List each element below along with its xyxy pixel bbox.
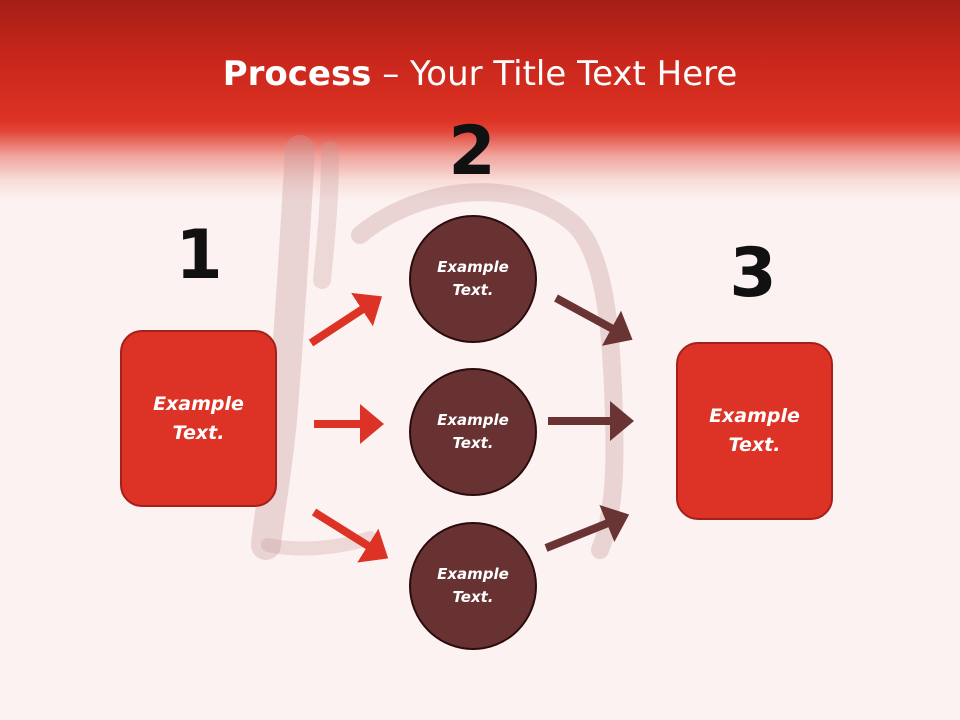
step-3-box: Example Text. bbox=[676, 342, 833, 520]
step-number-2: 2 bbox=[448, 112, 496, 191]
circle-middle-text: Example Text. bbox=[437, 411, 509, 452]
step-2-circle-top: Example Text. bbox=[409, 215, 537, 343]
circle-bottom-text: Example Text. bbox=[437, 565, 509, 606]
step-number-3: 3 bbox=[729, 234, 777, 313]
step-1-text: Example Text. bbox=[153, 392, 244, 444]
arrow-1-to-bottom bbox=[311, 508, 389, 563]
title-rest: – Your Title Text Here bbox=[371, 54, 738, 94]
step-2-circle-bottom: Example Text. bbox=[409, 522, 537, 650]
arrow-bottom-to-3 bbox=[544, 504, 630, 552]
step-1-box: Example Text. bbox=[120, 330, 277, 507]
step-2-circle-middle: Example Text. bbox=[409, 368, 537, 496]
title-banner bbox=[0, 0, 960, 200]
step-number-1: 1 bbox=[175, 216, 223, 295]
title-bold: Process bbox=[222, 54, 372, 94]
circle-top-text: Example Text. bbox=[437, 258, 509, 299]
arrow-1-to-top bbox=[308, 292, 383, 347]
step-3-text: Example Text. bbox=[709, 405, 800, 456]
arrow-top-to-3 bbox=[554, 294, 633, 346]
page-title: Process – Your Title Text Here bbox=[0, 52, 960, 96]
